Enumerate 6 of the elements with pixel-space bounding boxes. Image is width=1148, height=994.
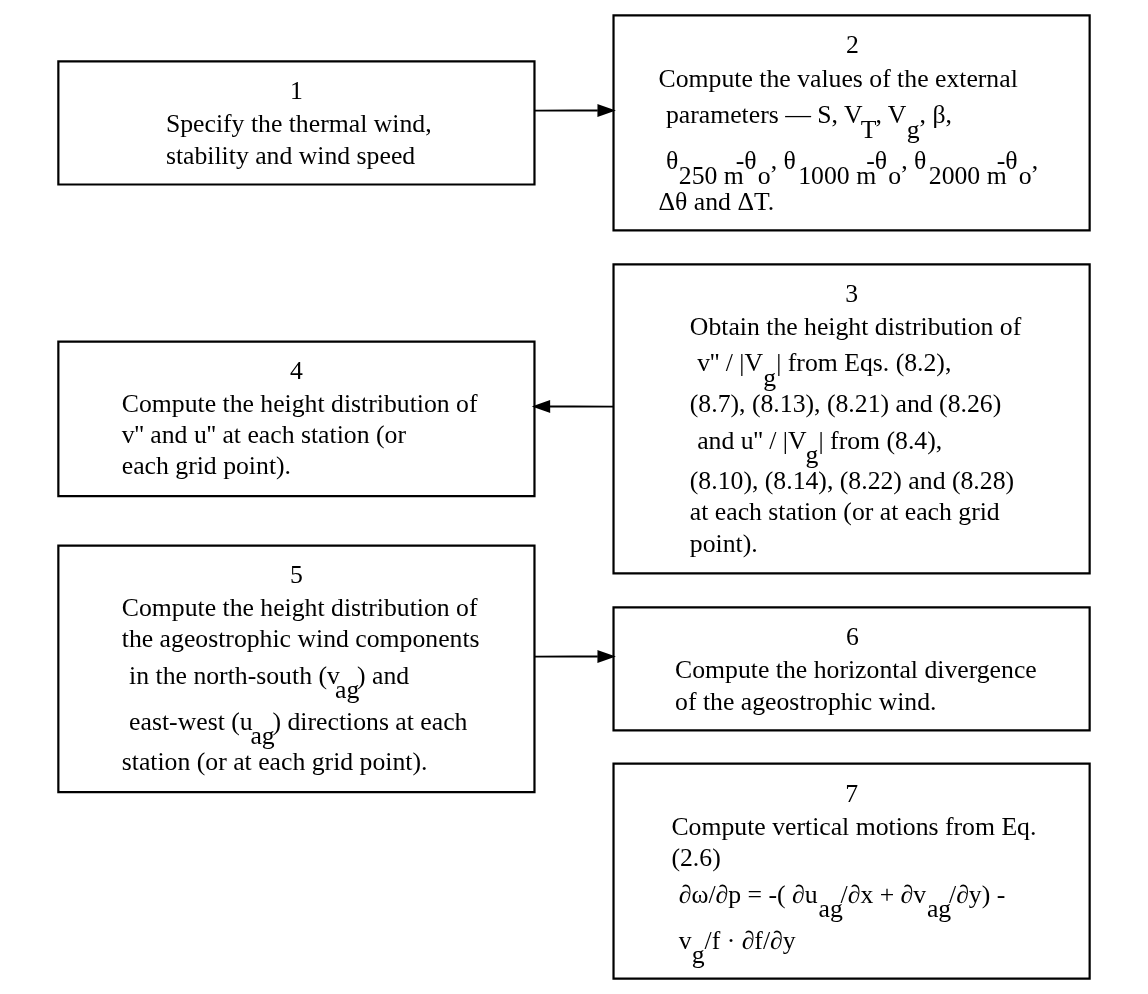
node-box: 6 Compute the horizontal divergence of the ageostrophic wind. [612,606,1091,732]
node-box: 1 Specify the thermal wind, stability and wind speed [57,60,536,186]
arrow [533,650,616,663]
arrow [533,104,616,117]
node-box: 4 Compute the height distribution of v'' and u'' at each station (or each grid point). [57,340,536,498]
arrow [531,400,614,413]
